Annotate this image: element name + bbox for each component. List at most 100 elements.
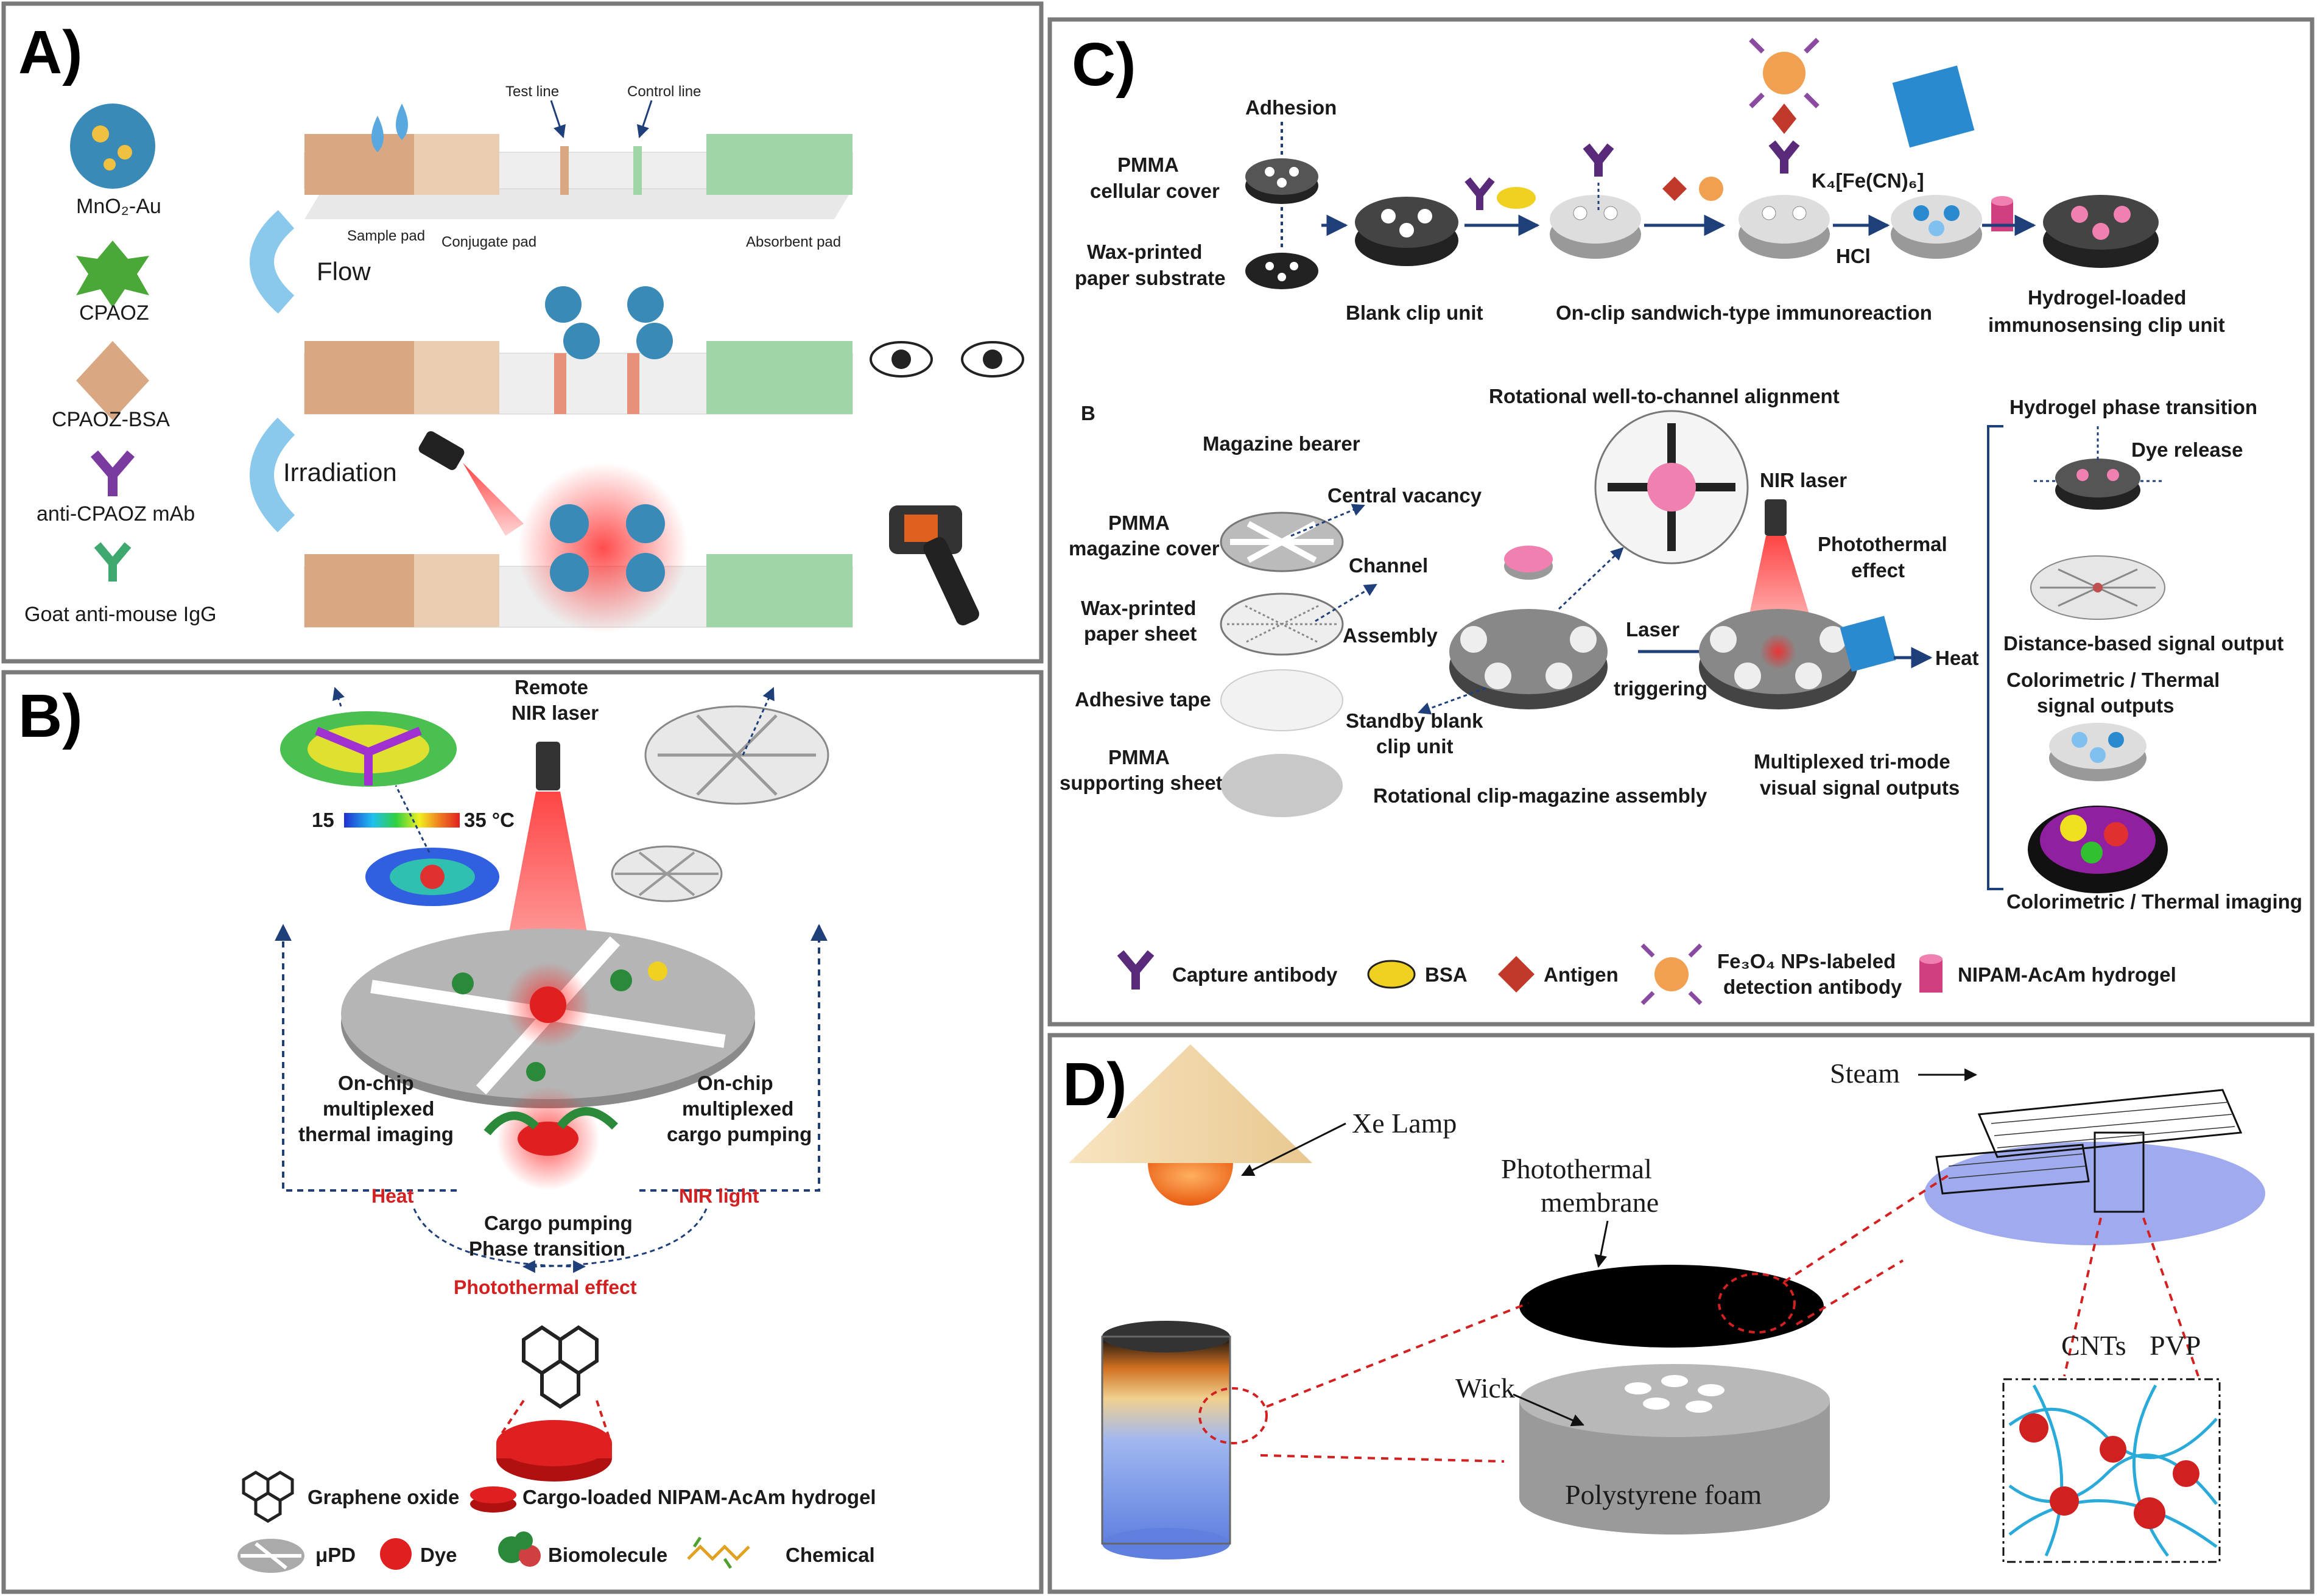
chemical-legend-icon (687, 1536, 750, 1569)
legend-biomolecule: Biomolecule (548, 1544, 667, 1566)
scale-max-label: 35 °C (464, 809, 515, 831)
multiplexed-label-2: visual signal outputs (1760, 776, 1960, 799)
beaker-icon (1101, 1321, 1231, 1559)
scale-min-label: 15 (312, 809, 334, 831)
beaker-zoom-circle (1198, 1387, 1268, 1444)
hcl-label: HCl (1836, 245, 1871, 267)
sublabel-b: B (1081, 402, 1095, 424)
adhesion-label: Adhesion (1245, 96, 1337, 119)
temperature-scale-bar (344, 813, 460, 828)
colorimetric-imaging-label: Colorimetric / Thermal imaging (2006, 890, 2302, 913)
photothermal-membrane (1519, 1265, 1824, 1348)
hydrogel-loaded-clip (2043, 195, 2159, 268)
photothermal-blue-cube (1840, 616, 1896, 672)
irradiation-arrow (250, 417, 295, 533)
antibody-green-icon (94, 542, 132, 582)
pmma-cover-label-1: PMMA (1117, 153, 1179, 176)
nir-laser-source-icon (536, 742, 560, 790)
thermal-image-top (280, 711, 457, 787)
wax-sheet-disk (1220, 592, 1344, 656)
c-laser-source-icon (1765, 499, 1787, 536)
c-heat-label: Heat (1935, 647, 1979, 669)
hydrogel-disk-icon (496, 1420, 612, 1482)
mno2-au-icon (70, 104, 155, 189)
phase-transition-label: Phase transition (469, 1237, 625, 1260)
antigen-legend-icon (1498, 956, 1535, 993)
thermal-camera-icon (889, 505, 979, 626)
wax-paper-disk (1245, 253, 1318, 289)
legend-cpaoz-bsa: CPAOZ-BSA (52, 408, 170, 431)
panel-d-letter: D) (1063, 1050, 1127, 1119)
laser-pointer-icon (418, 431, 524, 536)
clip-step-3 (1891, 65, 1982, 259)
left-caption-3: thermal imaging (298, 1123, 454, 1145)
lateral-flow-strip-3 (304, 463, 853, 633)
onclip-label: On-clip sandwich-type immunoreaction (1556, 301, 1932, 324)
pmma-mag-label-1: PMMA (1108, 511, 1170, 534)
hydrogel-cargo-center (483, 1087, 618, 1190)
remote-nir-laser-label: NIR laser (512, 701, 599, 724)
k4-label: K₄[Fe(CN)₆] (1812, 169, 1924, 192)
dye-legend-icon (380, 1538, 412, 1570)
upd-platform-disk (341, 929, 755, 1108)
left-caption-2: multiplexed (323, 1097, 434, 1120)
fe3o4-legend-icon (1640, 943, 1703, 1005)
photothermal-effect-label-2: effect (1851, 559, 1905, 582)
legend-goat-igg: Goat anti-mouse IgG (24, 603, 217, 626)
output-bracket (1987, 425, 2003, 890)
channel-label: Channel (1349, 554, 1428, 577)
legend-graphene-oxide: Graphene oxide (308, 1486, 459, 1508)
blank-clip-unit (1355, 197, 1458, 266)
pmma-cover-label-2: cellular cover (1090, 180, 1220, 202)
adhesive-tape-disk (1220, 669, 1343, 731)
panel-b-letter: B) (18, 682, 83, 750)
rotational-clip-magazine (1449, 546, 1608, 709)
right-caption-2: multiplexed (682, 1097, 793, 1120)
sample-pad-label: Sample pad (347, 228, 425, 244)
right-dashed-loop (639, 924, 828, 1192)
triggered-magazine (1699, 609, 1857, 709)
magazine-bearer-label: Magazine bearer (1203, 432, 1360, 455)
right-caption-3: cargo pumping (667, 1123, 812, 1145)
hydrogel-phase-label: Hydrogel phase transition (2009, 396, 2257, 418)
polystyrene-foam (1519, 1364, 1830, 1534)
heat-curved-arrow (413, 1208, 586, 1273)
steam-label: Steam (1830, 1058, 1900, 1089)
polystyrene-foam-label: Polystyrene foam (1565, 1479, 1762, 1510)
lateral-flow-strip-2 (304, 286, 853, 415)
colorimetric-label-2: signal outputs (2037, 694, 2175, 717)
heat-label: Heat (371, 1185, 414, 1207)
left-dashed-loop (275, 924, 457, 1192)
antigen-detection-icons (1662, 177, 1723, 201)
biomolecule-legend-icon (498, 1531, 541, 1567)
membrane-zoom-circle (1718, 1273, 1796, 1334)
flow-arrow (250, 209, 295, 314)
dye-release-clip (2055, 459, 2140, 510)
nipam-legend-icon (1919, 954, 1943, 993)
absorbent-pad-label: Absorbent pad (746, 234, 841, 250)
legend-hydrogel: Cargo-loaded NIPAM-AcAm hydrogel (522, 1486, 876, 1508)
central-vacancy-label: Central vacancy (1327, 484, 1482, 507)
control-line-label: Control line (627, 83, 701, 100)
rot-align-label: Rotational well-to-channel alignment (1489, 385, 1840, 407)
capture-antibody-legend-icon (1117, 950, 1155, 990)
zoomed-alignment-circle (1594, 410, 1749, 564)
right-caption-1: On-chip (697, 1072, 773, 1094)
adhesive-tape-label: Adhesive tape (1075, 688, 1211, 711)
bsa-legend-icon (1367, 960, 1416, 989)
legend-nipam: NIPAM-AcAm hydrogel (1958, 963, 2176, 986)
panel-a-letter: A) (18, 18, 83, 86)
distance-label: Distance-based signal output (2003, 632, 2284, 655)
cnt-network-surface (1924, 1089, 2265, 1245)
wick-label: Wick (1455, 1373, 1515, 1404)
hydrogel-loaded-label-2: immunosensing clip unit (1988, 314, 2225, 336)
cargo-pumping-label: Cargo pumping (484, 1212, 633, 1234)
cnts-label: CNTs (2061, 1330, 2126, 1361)
rot-clip-label: Rotational clip-magazine assembly (1373, 784, 1707, 807)
pmma-cover-disk (1245, 158, 1318, 204)
dye-release-label: Dye release (2131, 438, 2243, 461)
photothermal-effect-label: Photothermal effect (454, 1276, 637, 1298)
wax-printed-label-1: Wax-printed (1087, 241, 1202, 263)
nir-light-label: NIR light (679, 1185, 759, 1207)
laser-label: Laser (1626, 618, 1679, 641)
